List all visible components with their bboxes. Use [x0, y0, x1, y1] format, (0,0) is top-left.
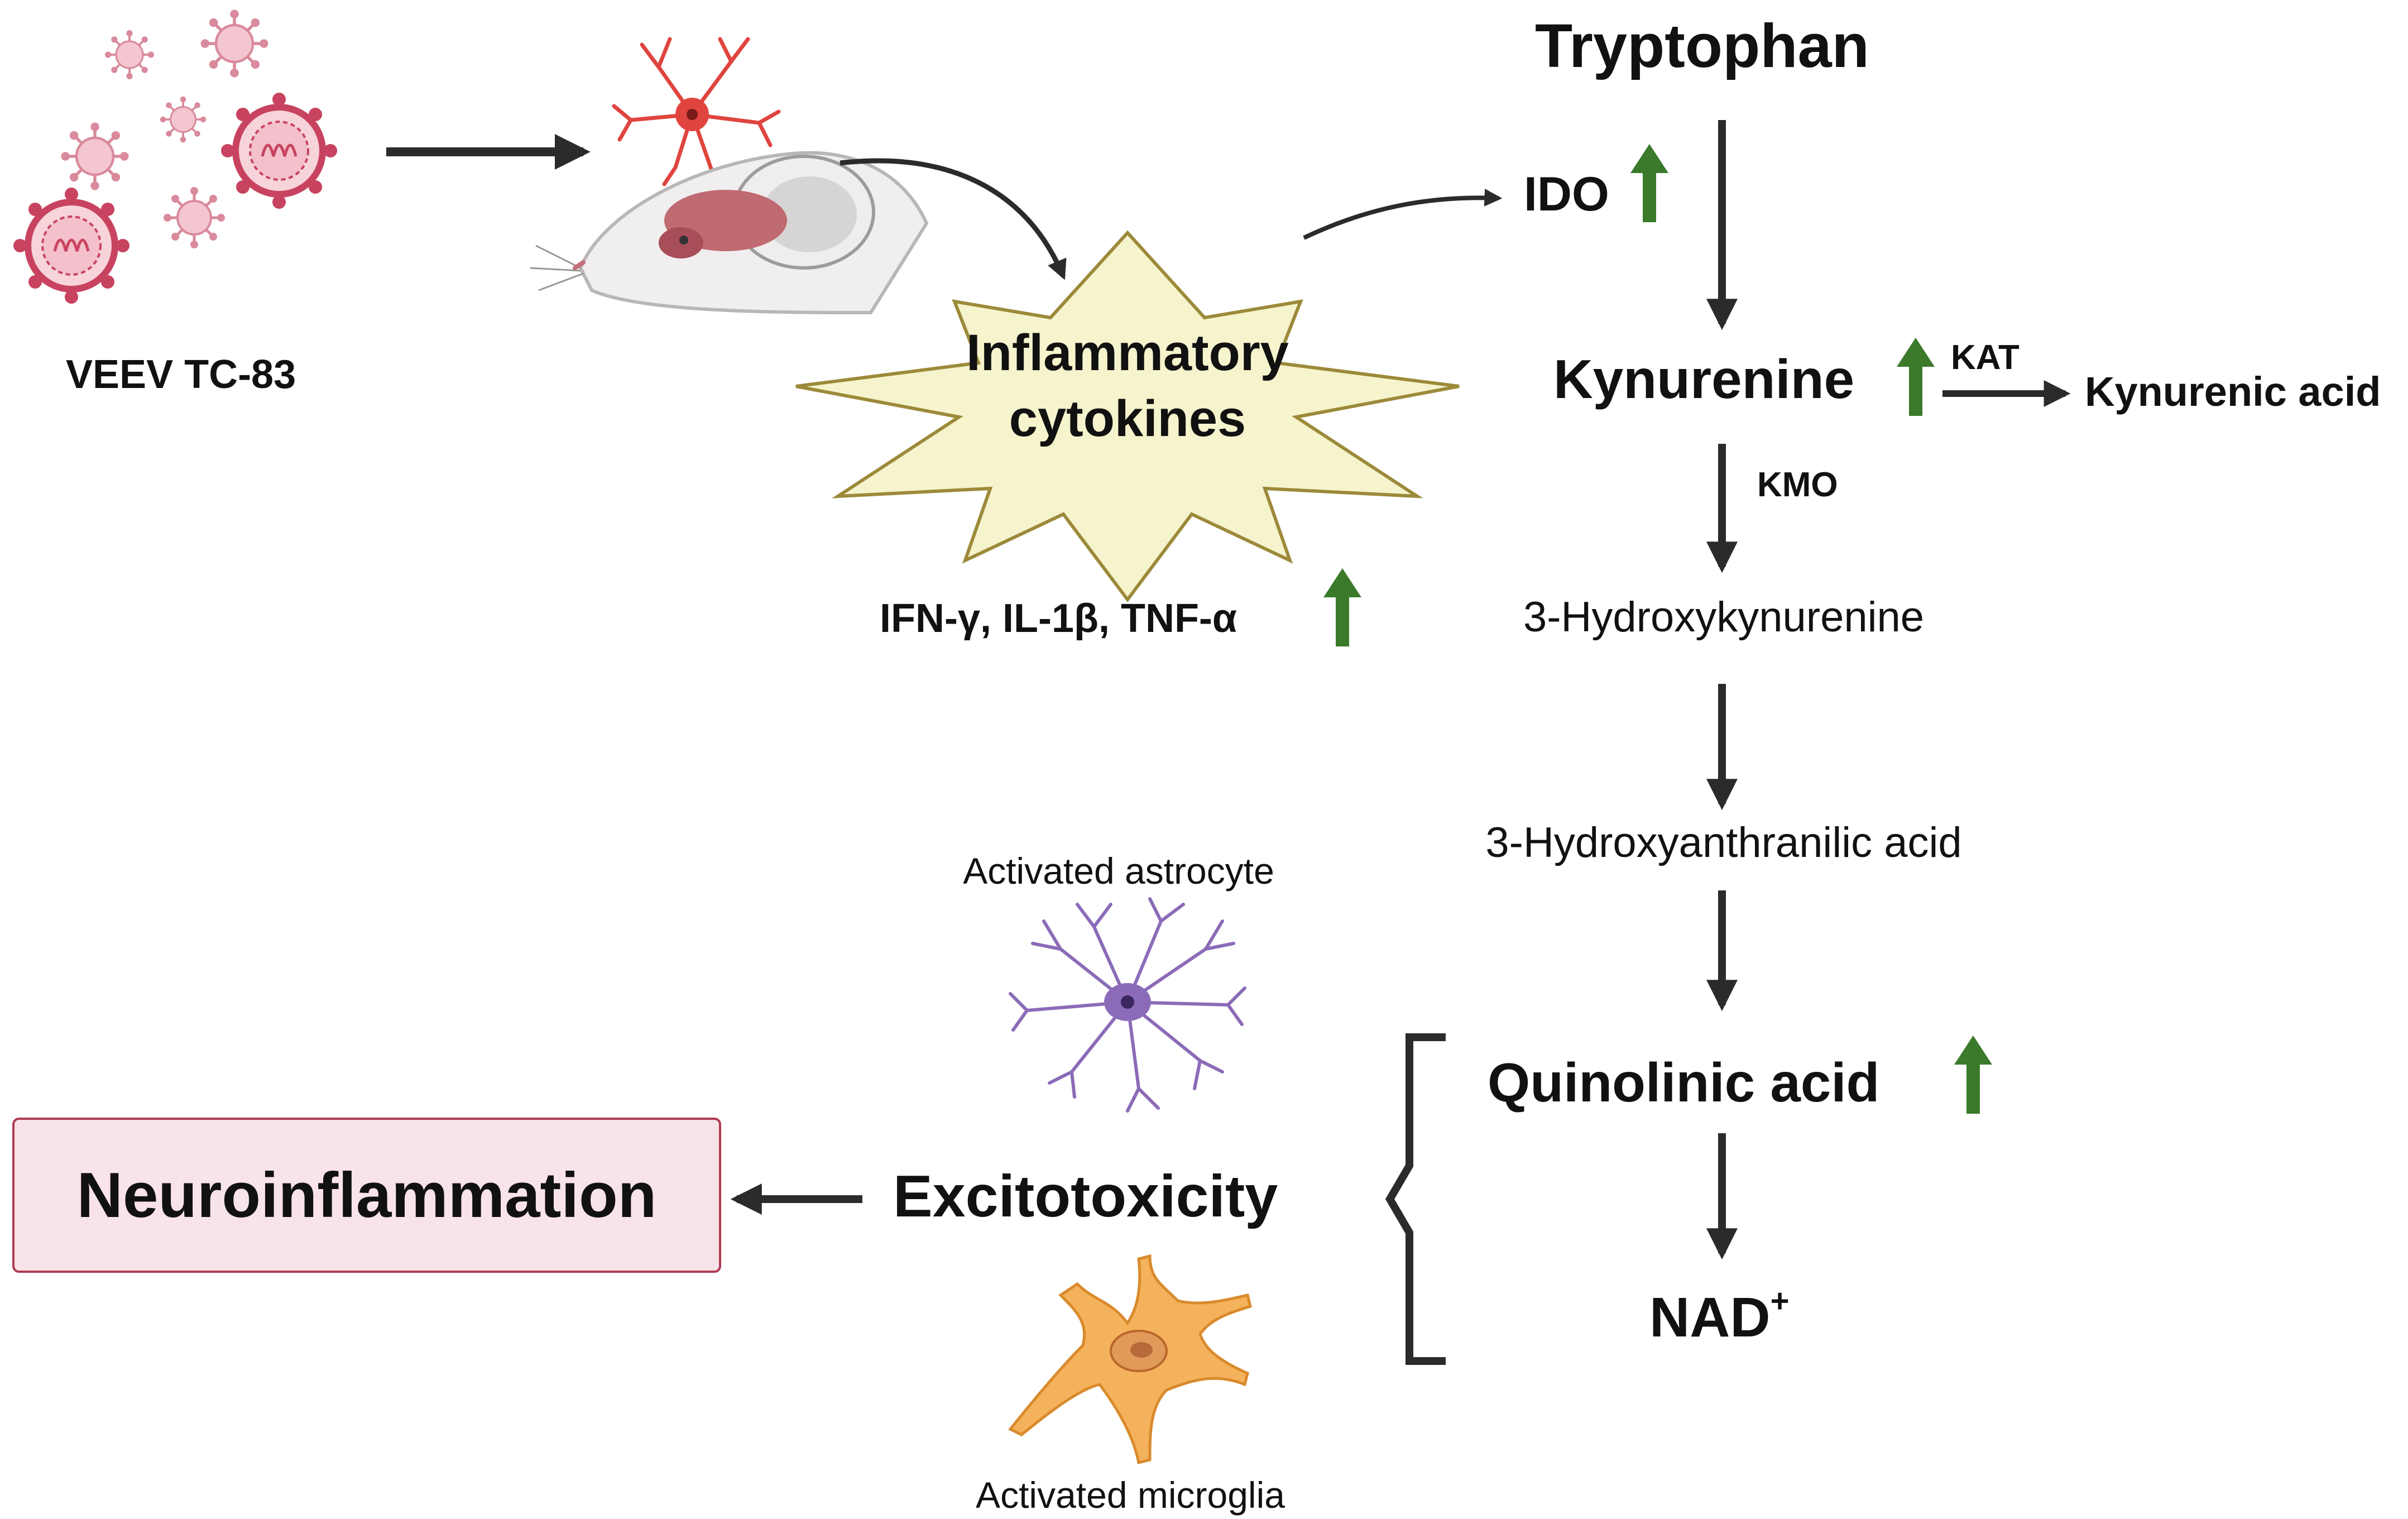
astrocyte-label: Activated astrocyte [963, 850, 1274, 892]
microglia-icon [1008, 1254, 1252, 1465]
astrocyte-icon [1009, 897, 1246, 1113]
tryptophan-label: Tryptophan [1535, 12, 1869, 80]
cytokines-title-line1: Inflammatory [966, 324, 1289, 381]
virus-label: VEEV TC-83 [66, 352, 296, 397]
nad-superscript: + [1770, 1282, 1790, 1319]
kat-label: KAT [1951, 338, 2020, 377]
hydroxykynurenine-label: 3-Hydroxykynurenine [1523, 593, 1925, 641]
brace [1385, 1033, 1446, 1365]
neuroinflammation-label: Neuroinflammation [76, 1159, 657, 1231]
cytokines-title-line2: cytokines [1009, 390, 1246, 447]
hydroxyanthranilic-label: 3-Hydroxyanthranilic acid [1485, 819, 1962, 866]
microglia-label: Activated microglia [976, 1474, 1285, 1516]
nad-text: NAD [1649, 1286, 1771, 1349]
kmo-label: KMO [1757, 466, 1838, 504]
quinolinic-acid-label: Quinolinic acid [1488, 1052, 1880, 1113]
excitotoxicity-label: Excitotoxicity [893, 1163, 1278, 1229]
virus-icon [13, 9, 337, 304]
kynurenic-acid-label: Kynurenic acid [2085, 368, 2381, 415]
mouse-icon [530, 151, 929, 315]
neuroinflammation-box: Neuroinflammation [12, 1118, 721, 1273]
neuron-icon [612, 37, 781, 186]
ido-label: IDO [1524, 167, 1609, 221]
cytokine-starburst [795, 230, 1460, 602]
kynurenine-label: Kynurenine [1553, 348, 1855, 410]
nad-label: NAD+ [1649, 1285, 1790, 1345]
cytokine-list: IFN-γ, IL-1β, TNF-α [880, 596, 1237, 641]
